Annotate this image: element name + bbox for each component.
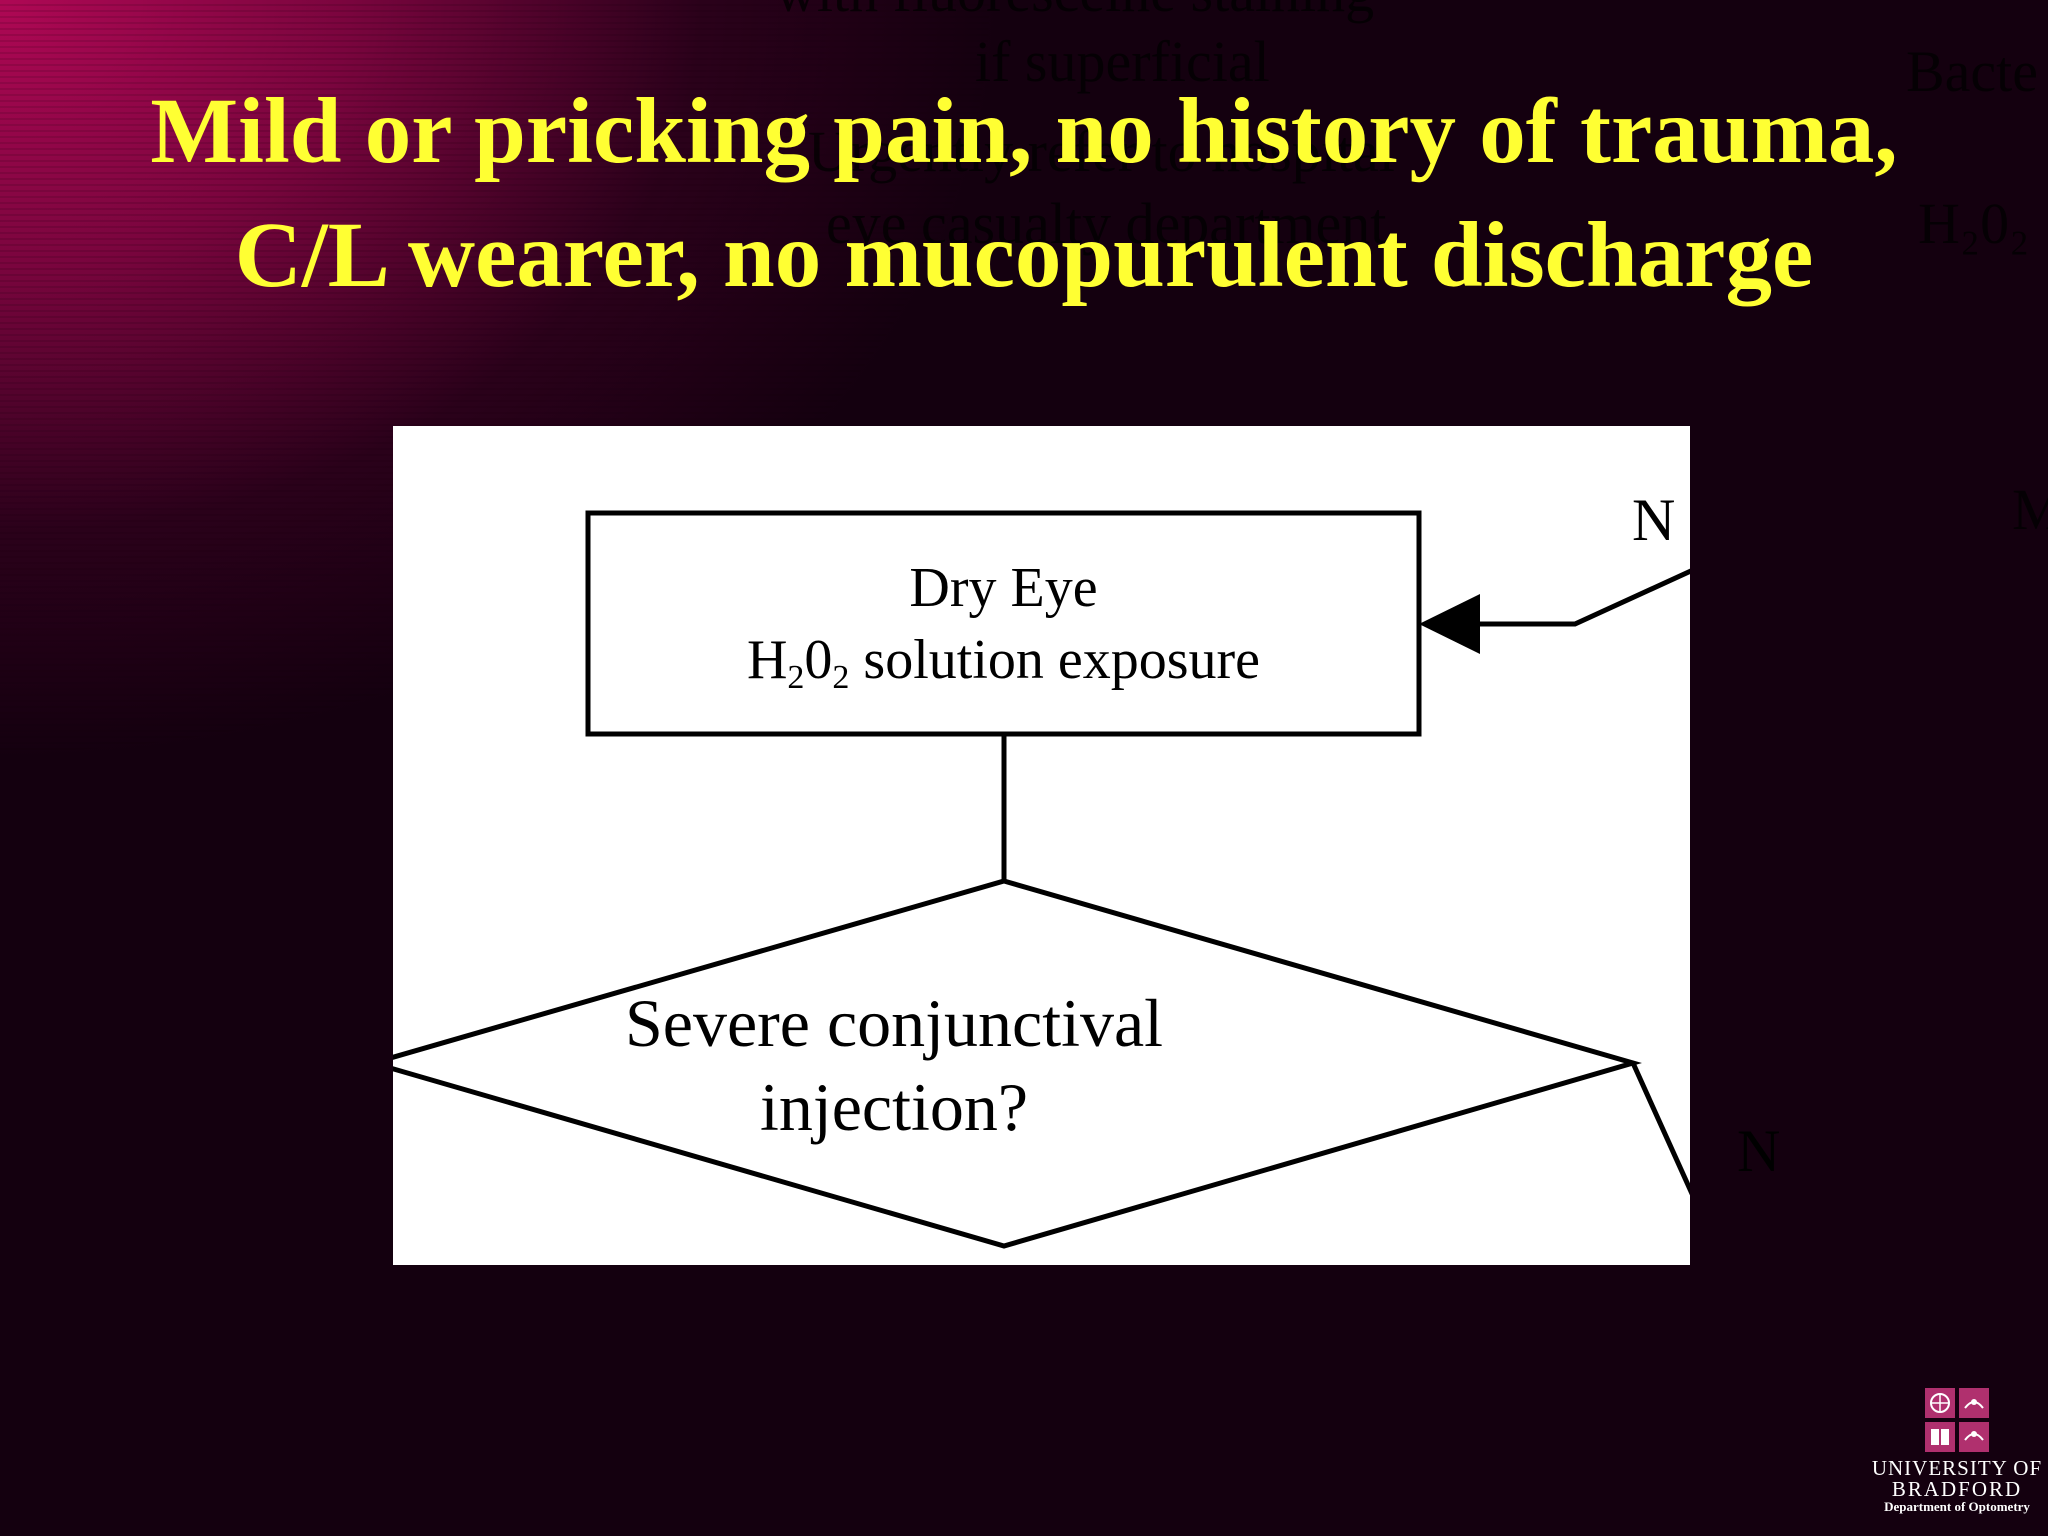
no-label-bottom-right: N — [1737, 1118, 1781, 1184]
ghost-text-superficial: if superficial — [975, 29, 1270, 94]
dry-eye-box-label: Dry Eye H202 solution exposure — [588, 513, 1419, 734]
ghost-text-urgent-refer: Urgently refer to hospital — [808, 119, 1395, 184]
h2o2-exposure-text: H202 solution exposure — [746, 628, 1261, 696]
ghost-text-top: with fluoresceine staining — [775, 0, 1374, 25]
dry-eye-title: Dry Eye — [909, 556, 1098, 619]
flowchart-panel: Dry Eye H202 solution exposure Severe co… — [393, 426, 1690, 1265]
dry-eye-box — [585, 510, 1422, 737]
decision-question-line-1: Severe conjunctival — [624, 985, 1164, 1061]
incoming-arrow-head — [1419, 594, 1480, 654]
logo-text-bradford: BRADFORD — [1891, 1477, 2023, 1501]
decision-diamond — [393, 878, 1642, 1249]
slide-title: Mild or pricking pain, no history of tra… — [24, 70, 2024, 318]
flowchart-diagram — [393, 510, 1690, 1249]
university-crest-icon — [1925, 1388, 1989, 1452]
logo-text-university-of: UNIVERSITY OF — [1871, 1456, 2043, 1480]
ghost-text-bacterial: Bacte — [1906, 39, 2039, 104]
incoming-arrow-line — [1478, 568, 1690, 627]
decision-question-line-2: injection? — [759, 1069, 1029, 1145]
slide-title-line-1: Mild or pricking pain, no history of tra… — [150, 80, 1898, 183]
decision-question: Severe conjunctival injection? — [625, 981, 1163, 1149]
ghost-text-h2o2: H₂0₂ — [1918, 191, 2030, 256]
university-logo: UNIVERSITY OF BRADFORD Department of Opt… — [1866, 1388, 2048, 1528]
slide-title-line-2: C/L wearer, no mucopurulent discharge — [234, 204, 1814, 307]
no-label-top-right: N — [1632, 487, 1676, 553]
ghost-text-m: M — [2012, 477, 2048, 542]
logo-text-department: Department of Optometry — [1884, 1499, 2030, 1514]
no-branch-line — [1630, 1061, 1690, 1196]
ghost-text-eye-casualty: eye casualty department — [826, 191, 1387, 256]
